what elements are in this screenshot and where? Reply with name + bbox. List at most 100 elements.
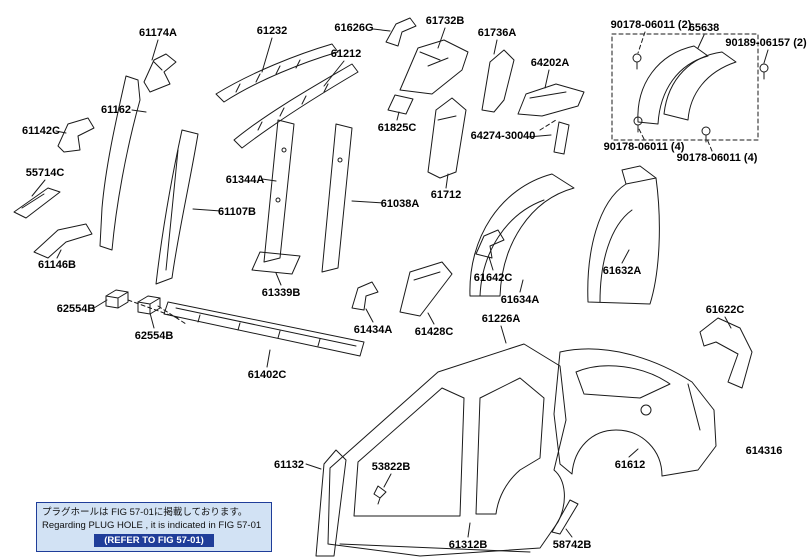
shape-61232-hatch [235,59,301,93]
shape-61344a-hole2 [275,197,281,203]
shape-61344a-hole [281,147,287,153]
shape-62554b-cube1-detail [105,291,129,309]
part-label-61107b: 61107B [218,206,256,218]
shape-64202a [517,83,585,117]
shape-61712-detail [437,115,457,121]
shape-53822b [373,485,387,505]
part-label-61612: 61612 [614,459,646,471]
part-label-61132: 61132 [274,459,304,471]
shape-61825c [387,94,414,115]
shape-61174a-detail [153,61,163,71]
shape-61428c-detail [413,271,441,281]
shape-61712 [427,97,467,179]
shape-64202a-detail [529,91,567,99]
part-label-90178-06011-4b: 90178-06011 (4) [676,152,758,164]
bolt-icon [632,53,642,70]
shape-65638-liner1 [637,45,709,125]
part-label-90178-06011-2: 90178-06011 (2) [610,19,692,31]
part-label-62554b-1: 62554B [56,303,96,315]
shape-61402c-detail [175,307,357,347]
part-label-61226a: 61226A [481,313,521,325]
part-label-64202a: 64202A [530,57,570,69]
shape-61622c [699,317,753,389]
shape-61344a [263,119,295,263]
shape-61107b [155,129,199,285]
shape-61212 [233,63,359,149]
shape-62554b-cube1 [105,289,129,309]
diagram-id: 614316 [745,445,783,457]
part-label-61825c: 61825C [377,122,417,134]
part-label-61142c: 61142C [22,125,60,137]
bolt-icon [633,116,643,133]
shape-61232 [215,43,339,103]
shape-61634a-detail [479,199,545,297]
part-label-61174a: 61174A [139,27,177,39]
note-line-japanese: プラグホールは FIG 57-01に掲載しております。 [42,507,248,518]
shape-61174a [143,53,177,93]
shape-61107b-detail [165,149,179,271]
shape-61038a-hole [337,157,343,163]
part-label-65638: 65638 [688,22,720,34]
part-label-61339b: 61339B [261,287,301,299]
part-label-90178-06011-4a: 90178-06011 (4) [603,141,685,153]
note-ref-badge: (REFER TO FIG 57-01) [94,533,214,547]
part-label-61428c: 61428C [414,326,454,338]
part-label-61402c: 61402C [247,369,287,381]
part-shapes [13,17,753,557]
part-label-53822b: 53822B [371,461,411,473]
shape-61732b-detail [419,51,449,67]
shape-64274-30040 [553,121,570,155]
shape-61612 [553,348,717,477]
part-label-61146b: 61146B [38,259,76,271]
part-label-61434a: 61434A [353,324,393,336]
shape-61632a [587,177,660,305]
part-label-61312b: 61312B [448,539,488,551]
shape-61626g [385,17,417,47]
shape-61339b [251,251,301,275]
part-label-64274-30040: 64274-30040 [470,130,536,142]
part-label-58742b: 58742B [552,539,592,551]
shape-61434a [351,281,379,311]
shape-61212-hatch [257,83,329,131]
shape-55714c [13,187,61,219]
part-label-61736a: 61736A [477,27,517,39]
shape-61632a-detail [599,165,657,303]
part-label-61232: 61232 [256,25,288,37]
shape-58742b [551,499,579,535]
shape-61132 [315,449,347,557]
shape-bodyside-front-opening [353,387,465,517]
dashed-guides [127,31,759,325]
part-label-61344a: 61344A [225,174,265,186]
part-label-61732b: 61732B [425,15,465,27]
shape-61142c [57,117,95,153]
shape-61146b [33,223,93,259]
shape-61736a [481,49,515,113]
part-label-61632a: 61632A [602,265,642,277]
shape-61402c [163,301,365,357]
note-ref-row: (REFER TO FIG 57-01) [42,533,266,547]
part-label-61162: 61162 [101,104,131,116]
bolt-icon [759,63,769,80]
part-label-55714c: 55714C [25,167,65,179]
shape-62554b-cube2 [137,295,161,315]
part-label-61634a: 61634A [500,294,540,306]
shape-61634a [469,173,575,297]
bolt-icons [632,53,769,143]
shape-62554b-cube2-detail [137,297,161,315]
leader-lines [31,27,769,538]
shape-61428c [399,261,453,317]
part-label-61622c: 61622C [705,304,745,316]
shape-bodyside-rocker-line [339,543,531,553]
part-label-61038a: 61038A [380,198,420,210]
shape-65638-liner2 [663,51,737,121]
part-label-90189-06157-2: 90189-06157 (2) [725,37,807,49]
part-label-61626g: 61626G [334,22,374,34]
note-line-english: Regarding PLUG HOLE , it is indicated in… [42,520,262,532]
part-label-61212: 61212 [330,48,362,60]
shape-55714c-detail [21,193,45,209]
shape-bodyside-rear-opening [475,377,545,515]
plug-hole-note: プラグホールは FIG 57-01に掲載しております。 Regarding PL… [36,502,272,552]
shape-61642c [475,229,505,259]
